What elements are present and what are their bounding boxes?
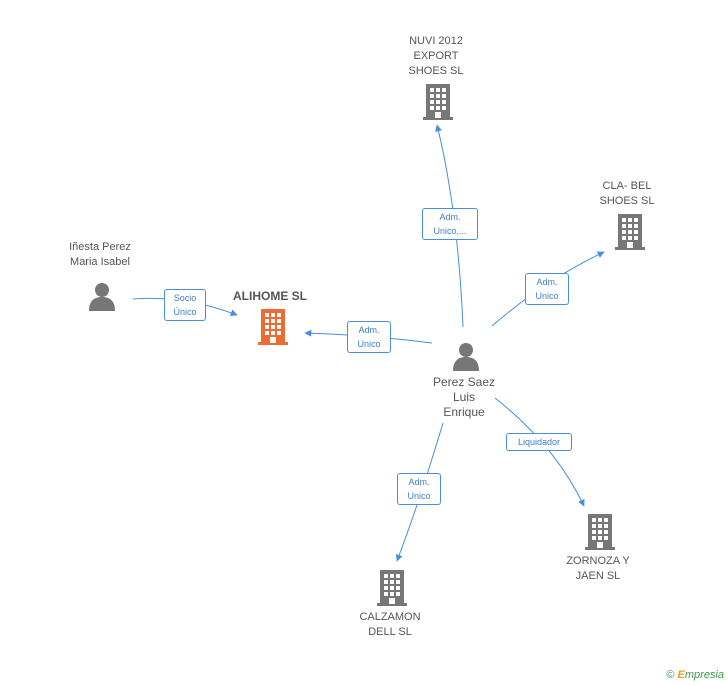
building-icon[interactable] [258,309,288,345]
edge-label-liquidador[interactable]: Liquidador [506,433,572,451]
person-icon[interactable] [453,343,479,371]
node-label-calzamon[interactable]: CALZAMON DELL SL [340,610,440,640]
adm-alihome-line1: Adm. [358,325,380,335]
calzamon-label-line1: CALZAMON [359,611,421,623]
nuvi-label-line2: EXPORT [413,50,459,62]
alihome-label: ALIHOME SL [233,289,307,303]
zornoza-label-line2: JAEN SL [575,570,621,582]
copyright-symbol: © [666,669,675,681]
perez-label-line3: Enrique [443,405,485,419]
edge-label-socio[interactable]: Socio Único [164,289,206,321]
adm-alihome-line2: Unico [357,339,381,349]
socio-label-line2: Único [173,307,197,317]
edge-label-adm-nuvi[interactable]: Adm. Unico,... [422,208,478,240]
edge-label-adm-clabel[interactable]: Adm. Unico [525,273,569,305]
building-icon[interactable] [423,84,453,120]
node-label-clabel[interactable]: CLA- BEL SHOES SL [577,179,677,209]
inesta-label-line1: Iñesta Perez [69,241,131,253]
adm-clabel-line2: Unico [535,291,559,301]
node-label-nuvi[interactable]: NUVI 2012 EXPORT SHOES SL [386,34,486,79]
empresia-watermark: © Empresia [666,669,724,681]
node-label-zornoza[interactable]: ZORNOZA Y JAEN SL [548,554,648,584]
zornoza-label-line1: ZORNOZA Y [566,555,630,567]
inesta-label-line2: Maria Isabel [70,256,130,268]
perez-label-line2: Luis [452,390,475,404]
adm-clabel-line1: Adm. [536,277,558,287]
nuvi-label-line1: NUVI 2012 [409,35,463,47]
calzamon-label-line2: DELL SL [368,626,412,638]
brand-rest: mpresia [684,669,724,681]
clabel-label-line1: CLA- BEL [602,180,652,192]
edge-label-adm-calzamon[interactable]: Adm. Unico [397,473,441,505]
socio-label-line1: Socio [173,293,197,303]
nuvi-label-line3: SHOES SL [408,65,464,77]
adm-nuvi-line1: Adm. [439,212,461,222]
adm-calzamon-line2: Unico [407,491,431,501]
building-icon[interactable] [615,214,645,250]
node-label-perez-saez[interactable]: Perez Saez Luis Enrique [414,375,514,420]
person-icon[interactable] [89,283,115,311]
edge-label-adm-alihome[interactable]: Adm. Unico [347,321,391,353]
adm-nuvi-line2: Unico,... [433,226,467,236]
node-label-alihome[interactable]: ALIHOME SL [220,289,320,304]
building-icon[interactable] [377,570,407,606]
building-icon[interactable] [585,514,615,550]
brand-initial: E [677,669,685,681]
clabel-label-line2: SHOES SL [599,195,655,207]
node-label-inesta[interactable]: Iñesta Perez Maria Isabel [50,240,150,270]
liquidador-line1: Liquidador [517,437,561,447]
perez-label-line1: Perez Saez [432,375,496,389]
adm-calzamon-line1: Adm. [408,477,430,487]
